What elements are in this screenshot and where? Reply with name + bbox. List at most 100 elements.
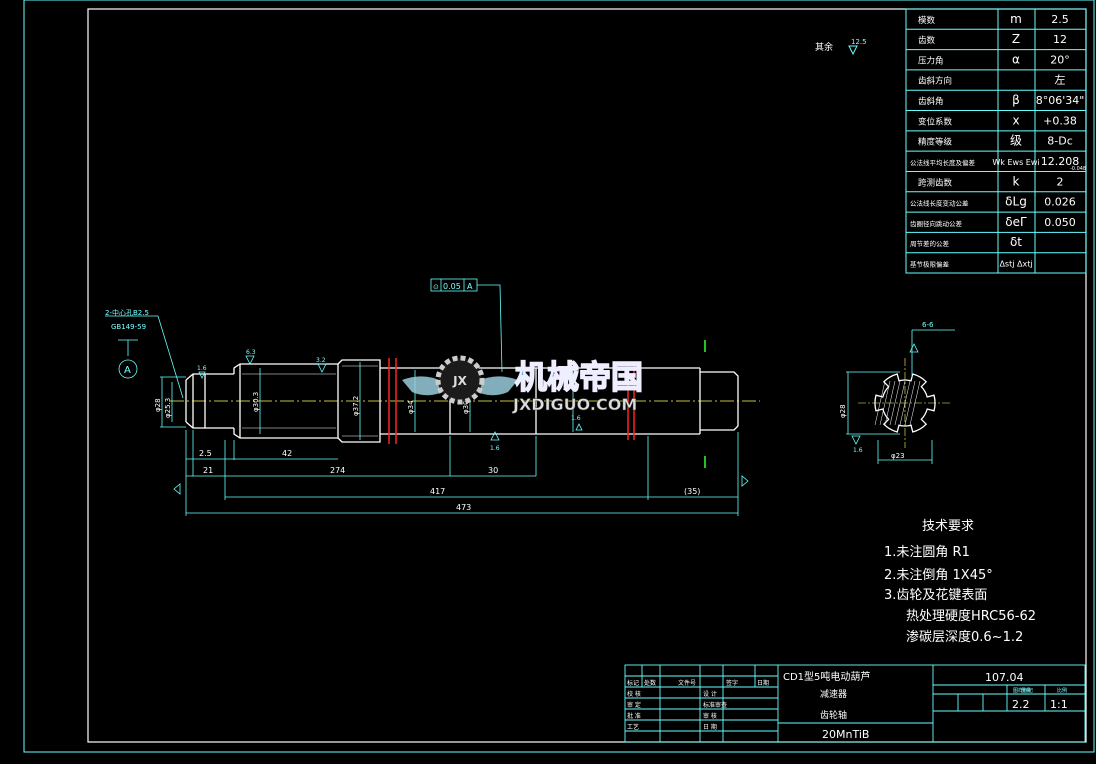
spline-note: 6-6 bbox=[922, 321, 934, 329]
material: 20MnTiB bbox=[822, 728, 869, 741]
roughness-symbol-icon bbox=[848, 45, 858, 56]
tolerance-datum: A bbox=[467, 282, 473, 291]
param-symbol: m bbox=[1010, 12, 1022, 26]
param-value: 2 bbox=[1057, 175, 1064, 188]
param-name: 齿圈径向跳动公差 bbox=[910, 219, 963, 228]
dia-25: φ25.3 bbox=[164, 398, 172, 418]
dimension-values: 2.5 21 42 274 30 417 (35) 473 φ28 φ25.3 … bbox=[154, 349, 700, 512]
param-name: 齿斜方向 bbox=[918, 76, 952, 87]
tb-row-label: 日 期 bbox=[703, 723, 717, 731]
dim-417: 417 bbox=[430, 487, 445, 496]
weight-value: 2.2 bbox=[1012, 698, 1030, 711]
dim-2-5: 2.5 bbox=[199, 449, 212, 458]
tb-header: 日期 bbox=[757, 679, 769, 687]
hatch-line bbox=[899, 380, 911, 426]
dia-28: φ28 bbox=[154, 398, 162, 412]
param-value: 0.050 bbox=[1044, 216, 1076, 229]
param-symbol: β bbox=[1012, 93, 1020, 107]
rough-4: 1.6 bbox=[490, 445, 500, 452]
tech-item-3: 3.齿轮及花键表面 bbox=[884, 587, 987, 603]
rough-5: 1.6 bbox=[571, 415, 581, 422]
tb-row-label: 批 准 bbox=[627, 712, 641, 720]
param-value: 12 bbox=[1053, 33, 1067, 46]
surface-note-value: 12.5 bbox=[851, 38, 867, 46]
param-name: 齿数 bbox=[918, 35, 936, 46]
dim-35: (35) bbox=[684, 487, 700, 496]
spline-dia-outer: φ28 bbox=[839, 404, 847, 418]
outer-border bbox=[23, 0, 1095, 753]
tb-row-label: 标准审查 bbox=[703, 701, 727, 709]
center-hole-standard: GB149-59 bbox=[111, 323, 146, 331]
hatch-line bbox=[889, 380, 901, 426]
param-value: 8-Dc bbox=[1047, 135, 1073, 148]
param-name: 压力角 bbox=[918, 55, 944, 66]
logo-badge: JX bbox=[452, 374, 467, 388]
tolerance-frame: ⊙ 0.05 A bbox=[430, 278, 478, 292]
datum-label: A bbox=[124, 365, 131, 376]
param-symbol: 级 bbox=[1010, 134, 1022, 148]
tb-row-label: 设 计 bbox=[703, 690, 717, 698]
param-name: 基节极限偏差 bbox=[910, 260, 950, 269]
rough-1: 1.6 bbox=[197, 365, 207, 372]
center-hole-note: 2-中心孔B2.5 bbox=[105, 308, 149, 317]
param-name: 变位系数 bbox=[918, 116, 953, 127]
hatch-line bbox=[904, 380, 916, 426]
param-symbol: Wk Ews Ewi bbox=[992, 158, 1039, 167]
param-table bbox=[905, 8, 1087, 274]
spline-outline bbox=[874, 373, 936, 433]
rough-3: 3.2 bbox=[316, 357, 326, 364]
dia-30-3: φ30.3 bbox=[252, 392, 260, 412]
tb-row-label: 工艺 bbox=[627, 723, 639, 731]
tb-header: 处数 bbox=[644, 679, 656, 687]
tb-row-label: 校 核 bbox=[627, 690, 641, 698]
title-block bbox=[624, 664, 1086, 743]
param-symbol: α bbox=[1012, 52, 1020, 66]
param-symbol: k bbox=[1013, 174, 1020, 188]
hatch-line bbox=[874, 380, 886, 426]
param-value: 2.5 bbox=[1051, 13, 1069, 26]
dim-42: 42 bbox=[282, 449, 292, 458]
tolerance-value: 0.05 bbox=[443, 282, 461, 291]
param-symbol: Δstj Δxtj bbox=[999, 260, 1032, 269]
param-value: 0.026 bbox=[1044, 196, 1076, 209]
param-name: 公法线平均长度及偏差 bbox=[910, 158, 976, 167]
break-lines bbox=[388, 358, 635, 444]
tech-requirements: 技术要求 1.未注圆角 R1 2.未注倒角 1X45° 3.齿轮及花键表面 热处… bbox=[884, 519, 1036, 645]
param-value: 12.208 bbox=[1041, 155, 1080, 168]
title-part: 齿轮轴 bbox=[820, 709, 847, 721]
hdr-mark: 图样标记 bbox=[1013, 687, 1033, 694]
hdr-scale: 比例 bbox=[1057, 687, 1067, 694]
tech-title: 技术要求 bbox=[922, 519, 974, 534]
tb-row-label: 审 核 bbox=[703, 712, 717, 720]
tb-header: 标记 bbox=[627, 679, 639, 687]
dim-473: 473 bbox=[456, 503, 471, 512]
tolerance-symbol-icon: ⊙ bbox=[433, 283, 439, 291]
param-name: 模数 bbox=[918, 15, 936, 26]
tech-item-2: 2.未注倒角 1X45° bbox=[884, 568, 993, 583]
dia-30: φ30 bbox=[462, 400, 470, 414]
param-value: 左 bbox=[1055, 74, 1066, 87]
tech-item-1: 1.未注圆角 R1 bbox=[884, 545, 970, 560]
param-value: 20° bbox=[1050, 53, 1070, 66]
hatch-line bbox=[884, 380, 896, 426]
param-symbol: δeΓ bbox=[1005, 215, 1027, 229]
spline-rough: 1.6 bbox=[853, 447, 863, 454]
gear-icon bbox=[435, 355, 485, 405]
param-name: 跨测齿数 bbox=[918, 177, 953, 188]
dim-30: 30 bbox=[488, 466, 498, 475]
dimension-lines bbox=[105, 284, 749, 516]
tb-header: 文件号 bbox=[678, 679, 696, 687]
inner-border bbox=[87, 8, 1087, 743]
hatch-line bbox=[894, 380, 906, 426]
param-symbol: x bbox=[1012, 113, 1019, 127]
dia-37-2: φ37.2 bbox=[352, 396, 360, 416]
logo-sub: JXDIGUO.COM bbox=[512, 395, 637, 414]
hatch-line bbox=[909, 380, 921, 426]
spline-dia-inner: φ23 bbox=[891, 452, 905, 460]
drawing-number: 107.04 bbox=[985, 671, 1024, 684]
dim-21: 21 bbox=[203, 466, 213, 475]
logo-title: 机械帝国 bbox=[515, 358, 643, 396]
param-name: 公法线长度变动公差 bbox=[910, 199, 969, 208]
sub-tolerance: -0.048 bbox=[1070, 166, 1086, 172]
